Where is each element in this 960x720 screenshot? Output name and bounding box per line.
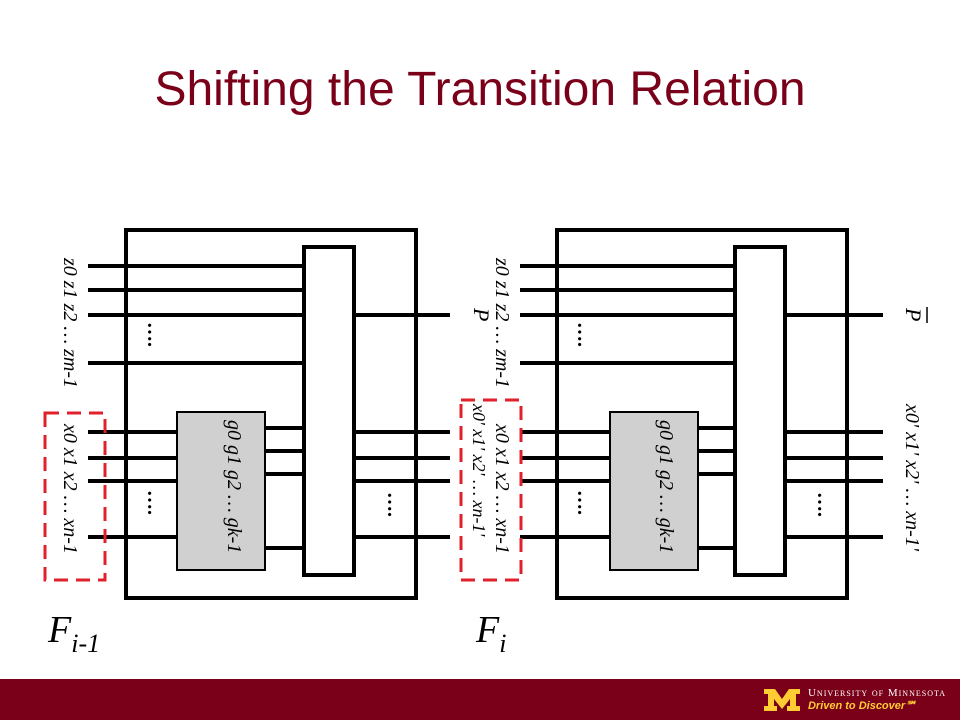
right-gates-label: g0 g1 g2 … gk-1: [655, 420, 677, 553]
right-frame-label-main: F: [475, 609, 500, 651]
right-x-ellipsis: ….: [573, 490, 595, 515]
right-transition-block: [733, 245, 787, 577]
right-dashed-frame: [459, 398, 523, 582]
left-dashed-frame: [43, 411, 107, 582]
university-tagline: Driven to Discover℠: [807, 700, 917, 712]
right-outer-box: [555, 228, 849, 600]
university-name: University of Minnesota: [807, 687, 946, 699]
left-frame-label-main: F: [47, 609, 72, 651]
left-x-ellipsis: ….: [143, 490, 165, 515]
left-gate-block: [176, 411, 266, 571]
circuit-diagram: z0 z1 z2 … zm-1 x0 x1 x2 … xn-1 g0 g1 g2…: [43, 228, 928, 658]
left-frame-label-sub: i-1: [71, 629, 100, 658]
left-x-inputs-label: x0 x1 x2 … xn-1: [59, 423, 81, 554]
right-frame-label-sub: i: [499, 629, 506, 658]
right-out-ellipsis: ….: [813, 492, 835, 517]
slide-title: Shifting the Transition Relation: [154, 63, 806, 116]
left-outer-box: [124, 228, 418, 600]
left-z-inputs-label: z0 z1 z2 … zm-1: [59, 257, 81, 388]
left-output-label: P: [469, 307, 494, 321]
block-m-icon: [763, 689, 800, 711]
footer-bar: University of Minnesota Driven to Discov…: [0, 679, 960, 720]
right-output-label: P: [901, 307, 926, 321]
right-x-primed-inputs-label: x0' x1' x2' … xn-1': [469, 403, 489, 538]
right-gate-block: [609, 411, 699, 571]
right-x-inputs-label: x0 x1 x2 … xn-1: [491, 423, 513, 554]
right-frame-label: Fi: [475, 609, 506, 658]
left-frame-label: Fi-1: [47, 609, 100, 658]
right-x-primed-outputs-label: x0' x1' x2' … xn-1': [901, 403, 923, 552]
left-z-ellipsis: ….: [143, 322, 165, 347]
left-out-ellipsis: ….: [383, 492, 405, 517]
left-transition-block: [302, 245, 356, 577]
right-z-ellipsis: ….: [573, 322, 595, 347]
right-z-inputs-label: z0 z1 z2 … zm-1: [491, 257, 513, 388]
left-gates-label: g0 g1 g2 … gk-1: [223, 420, 245, 553]
university-logo: University of Minnesota Driven to Discov…: [762, 686, 946, 714]
